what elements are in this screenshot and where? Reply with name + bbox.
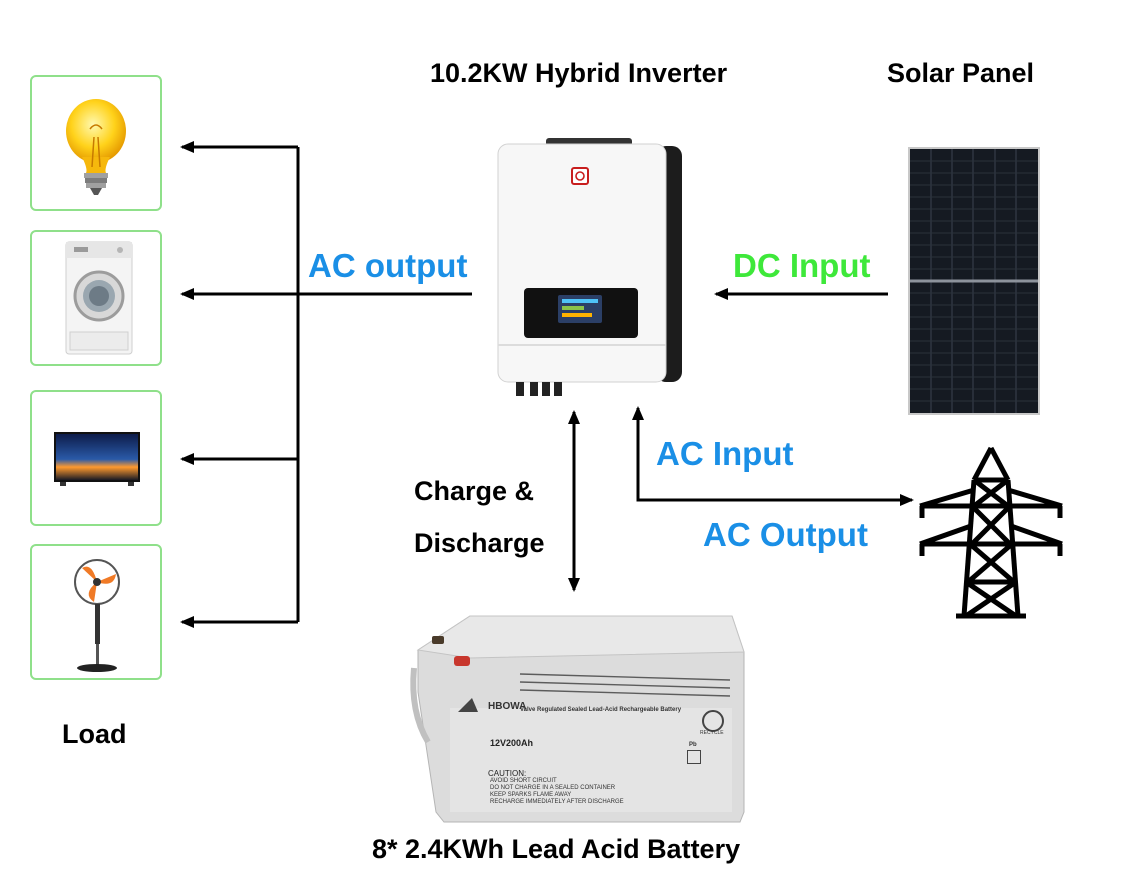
washing-machine-icon	[65, 241, 133, 355]
light-bulb-icon	[66, 99, 126, 195]
battery-title: 8* 2.4KWh Lead Acid Battery	[372, 834, 741, 864]
ac-output-label-left: AC output	[308, 247, 468, 284]
battery-image: HBOWA Valve Regulated Sealed Lead-Acid R…	[410, 612, 748, 828]
ac-output-label-right: AC Output	[703, 516, 868, 553]
battery-warning-1: AVOID SHORT CIRCUIT	[490, 778, 557, 784]
battery-model: 12V200Ah	[490, 738, 534, 748]
battery-header: Valve Regulated Sealed Lead-Acid Recharg…	[520, 707, 682, 713]
transmission-tower-icon	[919, 446, 1063, 619]
battery-caution: CAUTION:	[488, 769, 527, 778]
fan-icon	[74, 559, 120, 672]
battery-brand: HBOWA	[488, 701, 527, 712]
pb-label: Pb	[689, 742, 697, 748]
tv-icon	[54, 432, 140, 486]
dc-input-label: DC Input	[733, 247, 871, 284]
load-box-light-bulb	[30, 75, 162, 211]
discharge-line: Discharge	[414, 528, 545, 558]
load-box-tv	[30, 390, 162, 526]
ac-input-label: AC Input	[656, 435, 794, 472]
inverter-image	[497, 138, 682, 396]
load-box-washing-machine	[30, 230, 162, 366]
battery-warning-3: KEEP SPARKS FLAME AWAY	[490, 792, 572, 798]
solar-panel-title: Solar Panel	[887, 58, 1035, 88]
charge-line: Charge &	[414, 476, 535, 506]
load-title: Load	[62, 719, 127, 749]
inverter-title: 10.2KW Hybrid Inverter	[430, 58, 728, 88]
load-box-fan	[30, 544, 162, 680]
charge-discharge-label: Charge & Discharge	[414, 465, 545, 569]
battery-warning-4: RECHARGE IMMEDIATELY AFTER DISCHARGE	[490, 799, 624, 805]
solar-panel-image	[908, 147, 1040, 415]
arrow-ac-input	[632, 406, 912, 502]
battery-warning-2: DO NOT CHARGE IN A SEALED CONTAINER	[490, 785, 616, 791]
recycle-icon	[702, 710, 724, 732]
crossed-bin-icon	[687, 750, 701, 764]
recycle-label: RECYCLE	[700, 730, 724, 736]
battery-warnings: AVOID SHORT CIRCUIT DO NOT CHARGE IN A S…	[490, 778, 624, 806]
